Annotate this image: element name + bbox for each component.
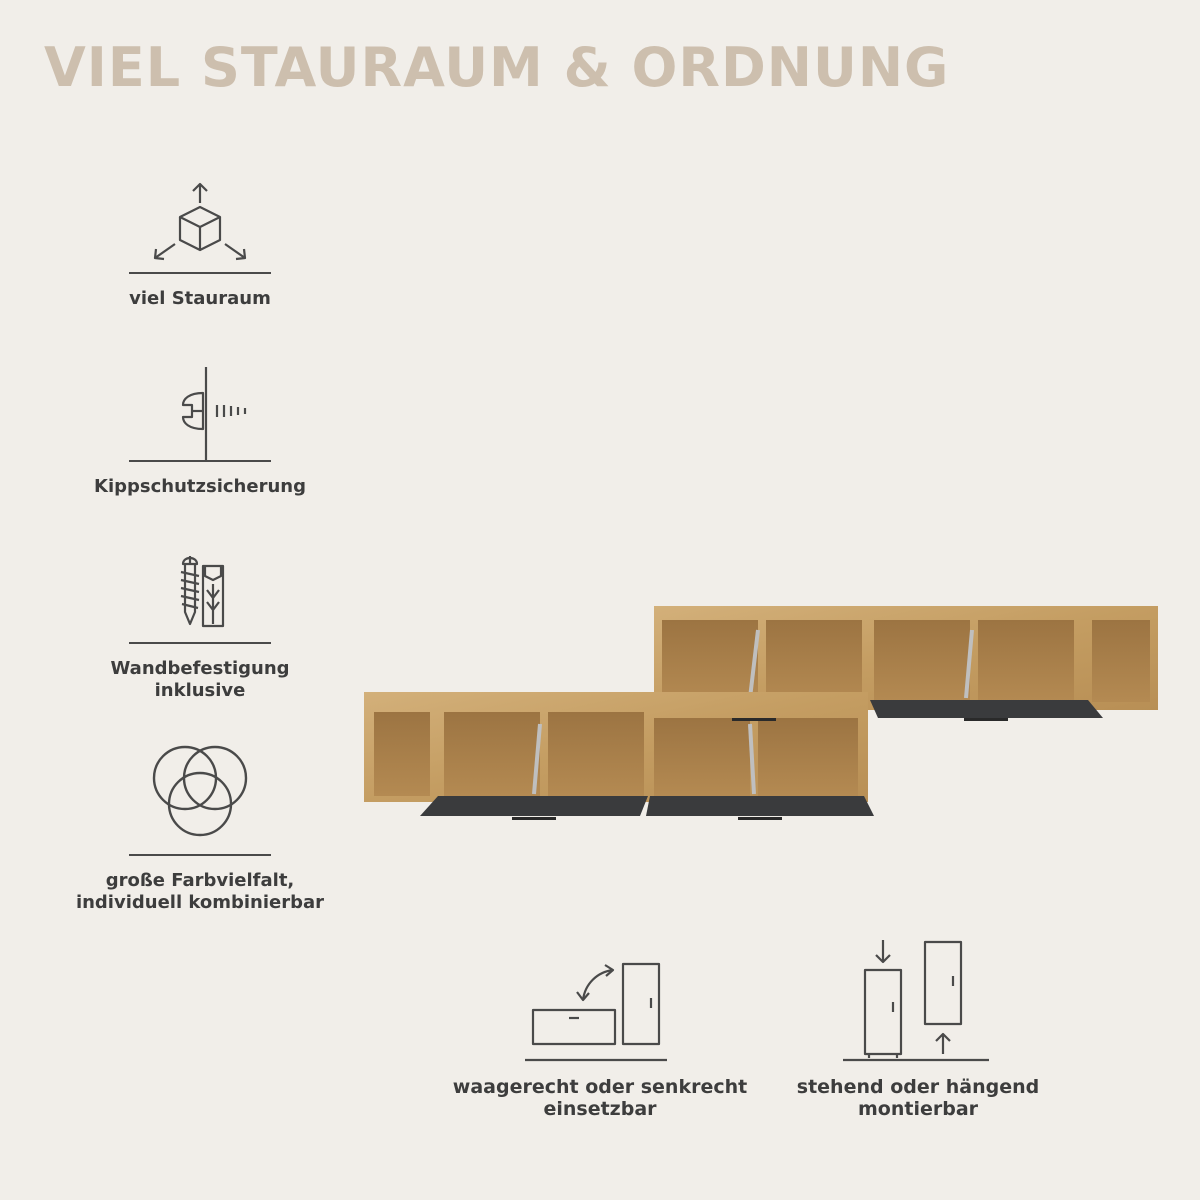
color-circles-icon [152,745,248,837]
divider [129,854,271,856]
horizontal-vertical-icon [525,962,667,1062]
feature-colors: große Farbvielfalt, individuell kombinie… [55,742,345,914]
tip-over-screw-icon [181,367,247,460]
feature-label: große Farbvielfalt, individuell kombinie… [75,870,325,913]
page-title: VIEL STAURAUM & ORDNUNG [44,36,950,99]
feature-label: viel Stauraum [129,288,271,309]
feature-tip-protection: Kippschutzsicherung [55,365,345,498]
standing-hanging-icon [843,940,989,1062]
feature-label: Wandbefestigung inklusive [110,658,290,701]
feature-label: Kippschutzsicherung [94,476,306,497]
furniture-image [364,606,1158,820]
feature-label: waagerecht oder senkrecht einsetzbar [452,1076,748,1120]
divider [129,460,271,462]
feature-label: stehend oder hängend montierbar [796,1076,1040,1120]
feature-storage: viel Stauraum [55,180,345,310]
feature-orientation: waagerecht oder senkrecht einsetzbar [440,958,760,1120]
divider [129,272,271,274]
divider [129,642,271,644]
feature-wall-mounting: Wandbefestigung inklusive [55,550,345,702]
box-expand-icon [153,182,247,261]
wall-unit-illustration [358,600,1168,834]
screw-dowel-icon [180,556,225,628]
feature-mounting: stehend oder hängend montierbar [758,938,1078,1120]
